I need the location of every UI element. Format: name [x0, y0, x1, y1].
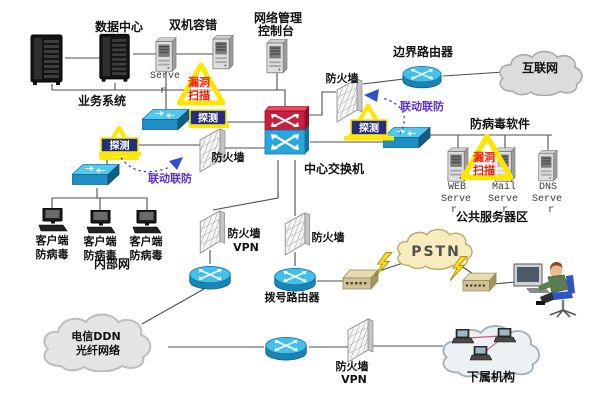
modem-icon — [342, 269, 379, 290]
vuln-scan-label-line1: 漏洞 — [188, 75, 210, 89]
telecom-label-line1: 电信DDN — [71, 329, 120, 343]
detect-label: 探测 — [198, 112, 218, 125]
firewall-label: 防火墙 — [228, 226, 261, 240]
firewall-label: 防火墙 — [212, 150, 245, 164]
server-rack-icon — [99, 33, 130, 83]
linkage-arrow-icon — [169, 157, 183, 170]
ddn-router-icon — [264, 336, 308, 361]
border-router-label: 边界路由器 — [392, 44, 454, 59]
server-caption: Serve — [488, 194, 518, 205]
client-label-line2: 防病毒 — [130, 248, 163, 262]
center-switch-label: 中心交换机 — [304, 161, 364, 176]
person-head — [550, 265, 562, 277]
nms-label-line1: 网络管理 — [254, 10, 302, 25]
vpn-label: VPN — [233, 241, 259, 254]
vpn-label: VPN — [341, 373, 367, 386]
server-caption-wrap: r — [548, 205, 554, 216]
branch-org-label: 下属机构 — [467, 369, 515, 384]
pstn-label: PSTN — [411, 244, 461, 260]
client-label-line1: 客户端 — [129, 234, 163, 248]
antivirus-software-label: 防病毒软件 — [470, 116, 530, 131]
keyboard-icon — [526, 288, 550, 293]
dns-server-icon — [538, 149, 558, 182]
vuln-scan-label-line2: 扫描 — [188, 88, 210, 102]
firewall-label: 防火墙 — [326, 71, 359, 85]
detect-label: 探测 — [110, 139, 130, 152]
linkage-defense-label: 联动联防 — [148, 171, 192, 185]
dual-machine-label: 双机容错 — [169, 17, 217, 32]
center-switch-icon — [264, 106, 310, 156]
monitor-screen — [517, 267, 539, 282]
client-label-line1: 客户端 — [83, 234, 117, 248]
connector-line — [493, 281, 516, 285]
person-arm — [538, 280, 554, 291]
dial-router-icon — [273, 267, 317, 292]
server-caption-wrap: r — [160, 86, 166, 97]
linkage-arc — [381, 97, 405, 135]
cluster-server-icon — [155, 37, 177, 72]
linkage-arc — [117, 152, 171, 173]
telecom-label-line2: 光纤网络 — [75, 343, 120, 357]
connector-line — [51, 84, 286, 106]
business-system-label: 业务系统 — [78, 93, 126, 108]
mail-server-label: Mail — [492, 181, 516, 193]
firewall-label: 防火墙 — [312, 230, 345, 244]
connector-line — [51, 188, 98, 210]
server-caption-wrap: r — [451, 205, 457, 216]
internet-label: 互联网 — [522, 61, 558, 75]
connector-line — [362, 78, 405, 85]
server-caption-wrap: r — [502, 205, 508, 216]
connector-line — [212, 160, 279, 211]
web-server-label: WEB — [448, 182, 466, 193]
firewall-label: 防火墙 — [336, 359, 369, 373]
server-caption: Serve — [150, 71, 180, 82]
modem-icon — [462, 272, 497, 292]
person-shoe — [536, 301, 545, 305]
connector-line — [97, 197, 148, 212]
remote-user — [513, 261, 577, 318]
dns-server-label: DNS — [539, 182, 557, 193]
detect-badge: 探测 — [189, 109, 229, 128]
nms-console-icon — [266, 39, 288, 74]
connector-line — [141, 288, 205, 325]
server-caption: Serve — [441, 194, 471, 205]
dial-router-label: 拨号路由器 — [265, 290, 321, 304]
vpn-router-icon — [188, 265, 232, 290]
server-rack-icon — [30, 34, 63, 86]
client-label-line2: 防病毒 — [36, 247, 69, 261]
chair-base — [549, 309, 577, 318]
chair-seat — [552, 291, 573, 300]
detect-label: 探测 — [359, 122, 379, 135]
client-label-line2: 防病毒 — [84, 248, 117, 262]
client-label-line1: 客户端 — [35, 233, 69, 247]
linkage-defense-label: 联动联防 — [400, 99, 444, 113]
border-router-icon — [402, 65, 442, 89]
person-hair — [550, 261, 563, 272]
public-server-area-label: 公共服务器区 — [456, 209, 528, 224]
linkage-arrow-icon — [364, 89, 379, 102]
vuln-scan-label-line1: 漏洞 — [473, 150, 495, 164]
intranet-label: 内部网 — [94, 256, 130, 271]
vuln-scan-label-line2: 扫描 — [473, 163, 495, 177]
connector-line — [442, 71, 505, 77]
person-body — [547, 274, 570, 294]
detect-badge: 探测 — [99, 137, 141, 156]
data-center-label: 数据中心 — [95, 19, 143, 34]
connector-line — [308, 91, 336, 116]
cluster-server-icon — [212, 35, 234, 70]
branch-link-line — [467, 335, 501, 339]
detect-badge: 探测 — [344, 119, 394, 141]
nms-label-line2: 控制台 — [258, 23, 294, 38]
server-caption: Serve — [532, 194, 562, 205]
